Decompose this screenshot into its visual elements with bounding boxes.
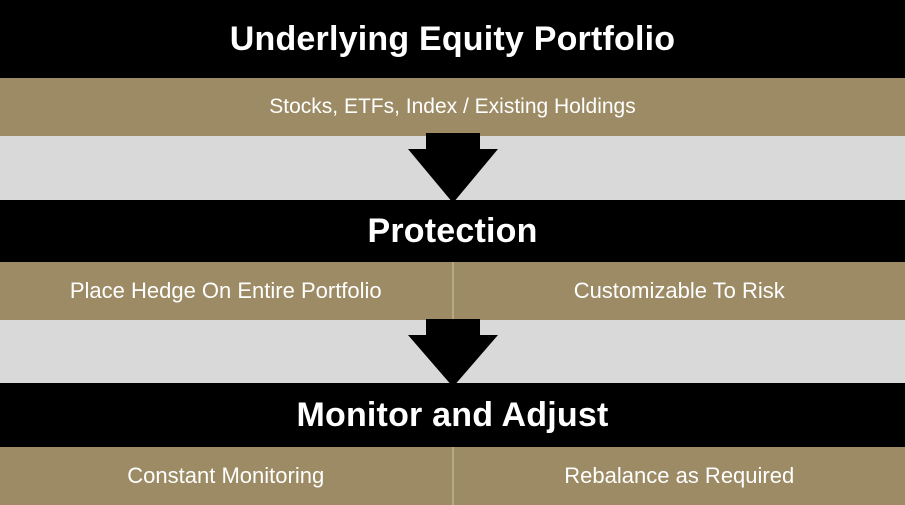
stage-1-header: Underlying Equity Portfolio <box>0 0 905 78</box>
stage-3-item-label: Rebalance as Required <box>564 463 795 488</box>
stage-1-subtitle: Stocks, ETFs, Index / Existing Holdings <box>269 95 636 118</box>
stage-2-item: Customizable To Risk <box>454 262 905 320</box>
stage-3-item: Rebalance as Required <box>454 447 905 505</box>
stage-2-item-label: Place Hedge On Entire Portfolio <box>69 278 382 303</box>
stage-3-item: Constant Monitoring <box>0 447 452 505</box>
stage-1-subband: Stocks, ETFs, Index / Existing Holdings <box>0 78 905 136</box>
stage-1-title: Underlying Equity Portfolio <box>229 19 676 58</box>
item-divider <box>451 447 454 505</box>
stage-2-title: Protection <box>367 211 538 250</box>
item-divider <box>451 262 454 320</box>
stage-3-items: Constant Monitoring Rebalance as Require… <box>0 447 905 505</box>
stage-2-header: Protection <box>0 200 905 262</box>
stage-3-header: Monitor and Adjust <box>0 383 905 447</box>
stage-3-item-label: Constant Monitoring <box>127 463 325 488</box>
stage-2-item-label: Customizable To Risk <box>573 278 785 303</box>
down-arrow-icon <box>408 319 498 387</box>
stage-2-item: Place Hedge On Entire Portfolio <box>0 262 452 320</box>
down-arrow-icon <box>408 133 498 203</box>
stage-2-items: Place Hedge On Entire Portfolio Customiz… <box>0 262 905 320</box>
stage-3-title: Monitor and Adjust <box>296 395 609 434</box>
